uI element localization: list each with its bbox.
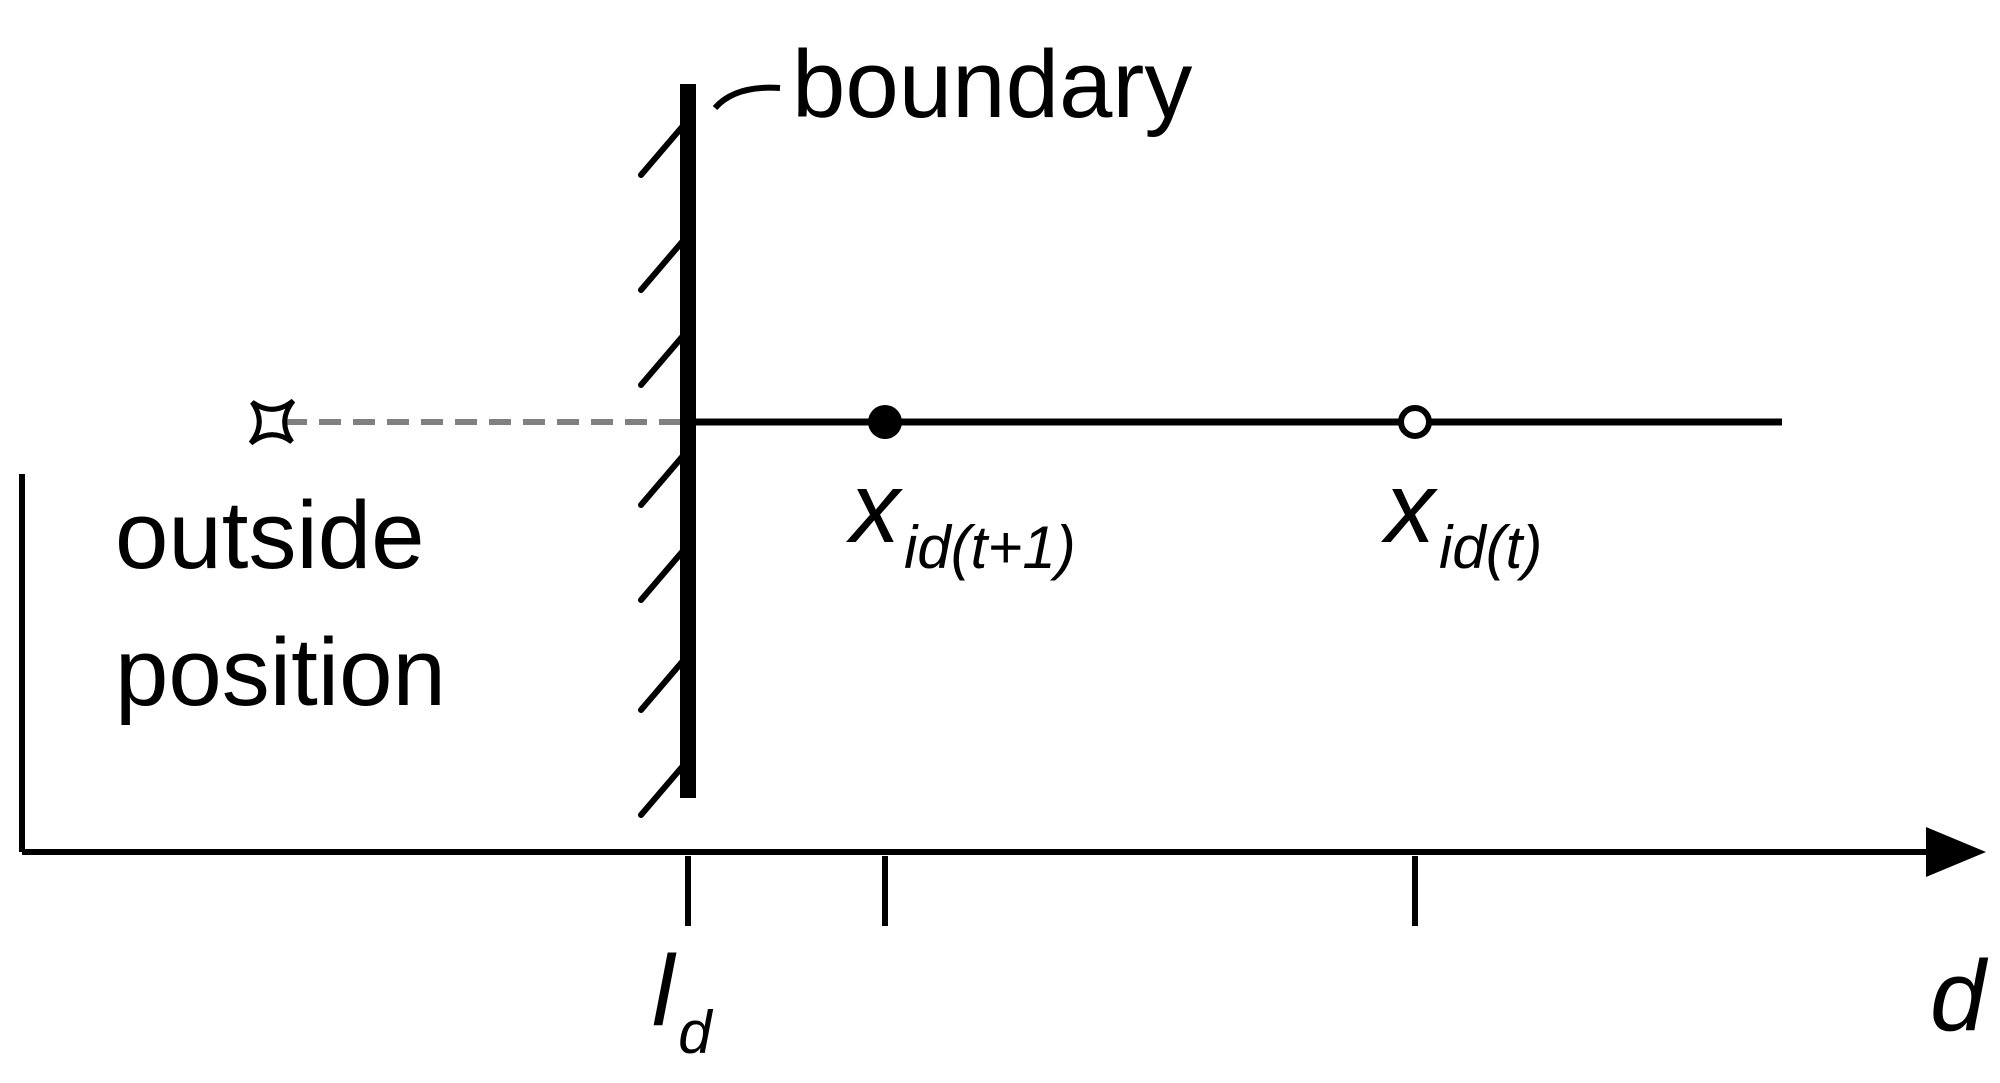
axis-name-label: d (1930, 940, 1989, 1052)
axis-arrowhead-icon (1926, 827, 1986, 877)
boundary-label: boundary (792, 31, 1192, 138)
point-next-main: x (846, 452, 903, 564)
four-point-star-icon (248, 398, 296, 446)
tick-boundary-main: l (652, 935, 677, 1047)
point-current-label: xid(t) (1381, 452, 1542, 581)
point-current-main: x (1381, 452, 1438, 564)
boundary-leader-line (712, 84, 781, 111)
point-next-sub: id(t+1) (904, 514, 1076, 581)
point-next-label: xid(t+1) (846, 452, 1076, 581)
point-current-sub: id(t) (1439, 514, 1542, 581)
tick-boundary-sub: d (678, 999, 713, 1066)
filled-circle-marker (868, 405, 902, 439)
outside-label-line1: outside (115, 482, 425, 589)
tick-boundary-label: ld (652, 935, 713, 1066)
open-circle-marker (1398, 405, 1432, 439)
outside-label-line2: position (115, 619, 446, 726)
